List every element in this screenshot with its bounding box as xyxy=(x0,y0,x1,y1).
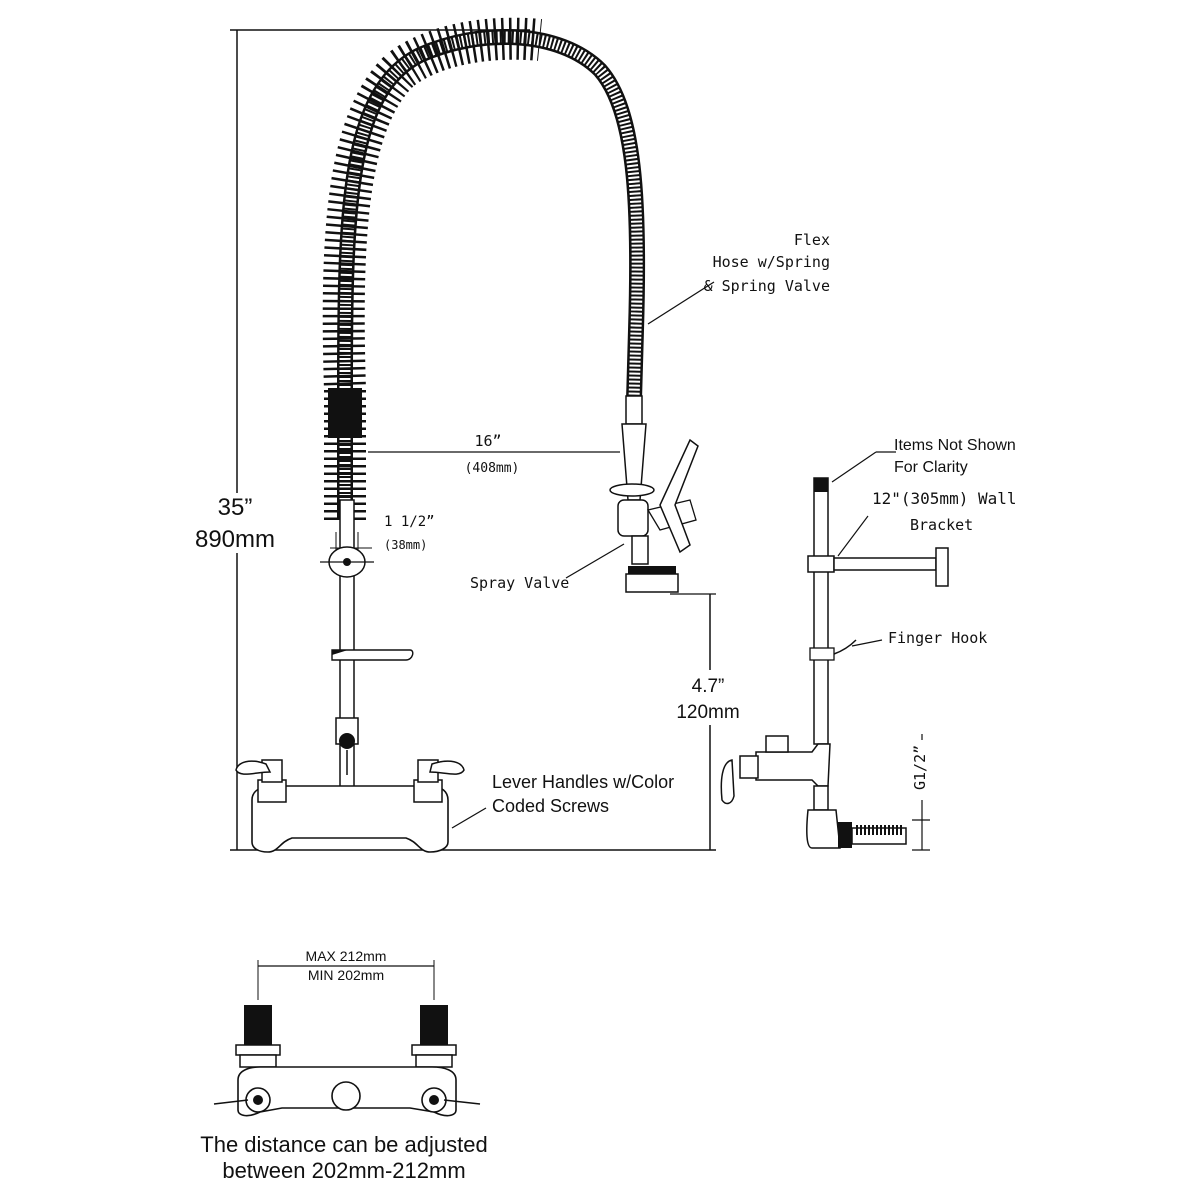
reach-inches-label: 16” xyxy=(474,432,501,450)
flex-hose-label-line1: Flex xyxy=(794,231,830,249)
overall-height-dimension: 35” 890mm xyxy=(180,29,716,851)
items-not-shown-line1: Items Not Shown xyxy=(894,437,1016,454)
side-view-post xyxy=(807,477,857,745)
wall-bracket-label-line1: 12"(305mm) Wall xyxy=(872,489,1017,508)
height-inches-label: 35” xyxy=(218,494,253,521)
flex-hose xyxy=(337,29,646,520)
finger-hook-label: Finger Hook xyxy=(888,629,987,647)
flex-hose-label-line3: & Spring Valve xyxy=(704,277,830,295)
wall-bracket-callout: 12"(305mm) Wall Bracket xyxy=(837,489,1017,557)
lever-handles-callout: Lever Handles w/Color Coded Screws xyxy=(451,772,674,829)
lever-handles-label-line2: Coded Screws xyxy=(492,796,609,816)
items-not-shown-line2: For Clarity xyxy=(894,459,968,476)
height-mm-label: 890mm xyxy=(195,526,275,553)
lever-handle-left-icon xyxy=(235,760,272,775)
riser-post xyxy=(320,499,414,811)
items-not-shown-callout: Items Not Shown For Clarity xyxy=(831,437,1016,483)
spray-valve-callout: Spray Valve xyxy=(470,543,625,592)
spray-valve-label: Spray Valve xyxy=(470,574,569,592)
lever-handles-label-line1: Lever Handles w/Color xyxy=(492,772,674,792)
offset-inches-label: 1 1/2” xyxy=(384,514,435,530)
adjust-note-line2: between 202mm-212mm xyxy=(222,1158,465,1183)
spread-min-label: MIN 202mm xyxy=(308,967,384,983)
clearance-dimension: 4.7” 120mm xyxy=(670,593,750,850)
spread-max-label: MAX 212mm xyxy=(306,948,387,964)
flex-hose-label-line2: Hose w/Spring xyxy=(713,253,830,271)
side-view-valve-body xyxy=(720,735,907,849)
offset-mm-label: (38mm) xyxy=(384,538,427,552)
reach-mm-label: (408mm) xyxy=(465,461,520,476)
wall-bracket xyxy=(833,547,949,587)
thread-size-label: G1/2” xyxy=(911,745,929,790)
lever-handle-right-icon xyxy=(429,760,465,775)
flex-hose-callout: Flex Hose w/Spring & Spring Valve xyxy=(647,231,830,325)
hose-spring-coil xyxy=(322,17,543,520)
adjust-note-line1: The distance can be adjusted xyxy=(200,1132,487,1157)
clearance-inches-label: 4.7” xyxy=(692,676,725,697)
faucet-base xyxy=(251,759,449,853)
wall-mount-detail xyxy=(213,1005,481,1117)
reach-dimension: 16” (408mm) xyxy=(368,432,620,476)
spread-dimension: MAX 212mm MIN 202mm xyxy=(257,948,435,1000)
spray-valve xyxy=(609,395,699,593)
thread-dimension: G1/2” xyxy=(905,734,935,851)
wall-bracket-label-line2: Bracket xyxy=(910,516,973,534)
clearance-mm-label: 120mm xyxy=(676,702,739,723)
finger-hook-callout: Finger Hook xyxy=(851,629,987,647)
